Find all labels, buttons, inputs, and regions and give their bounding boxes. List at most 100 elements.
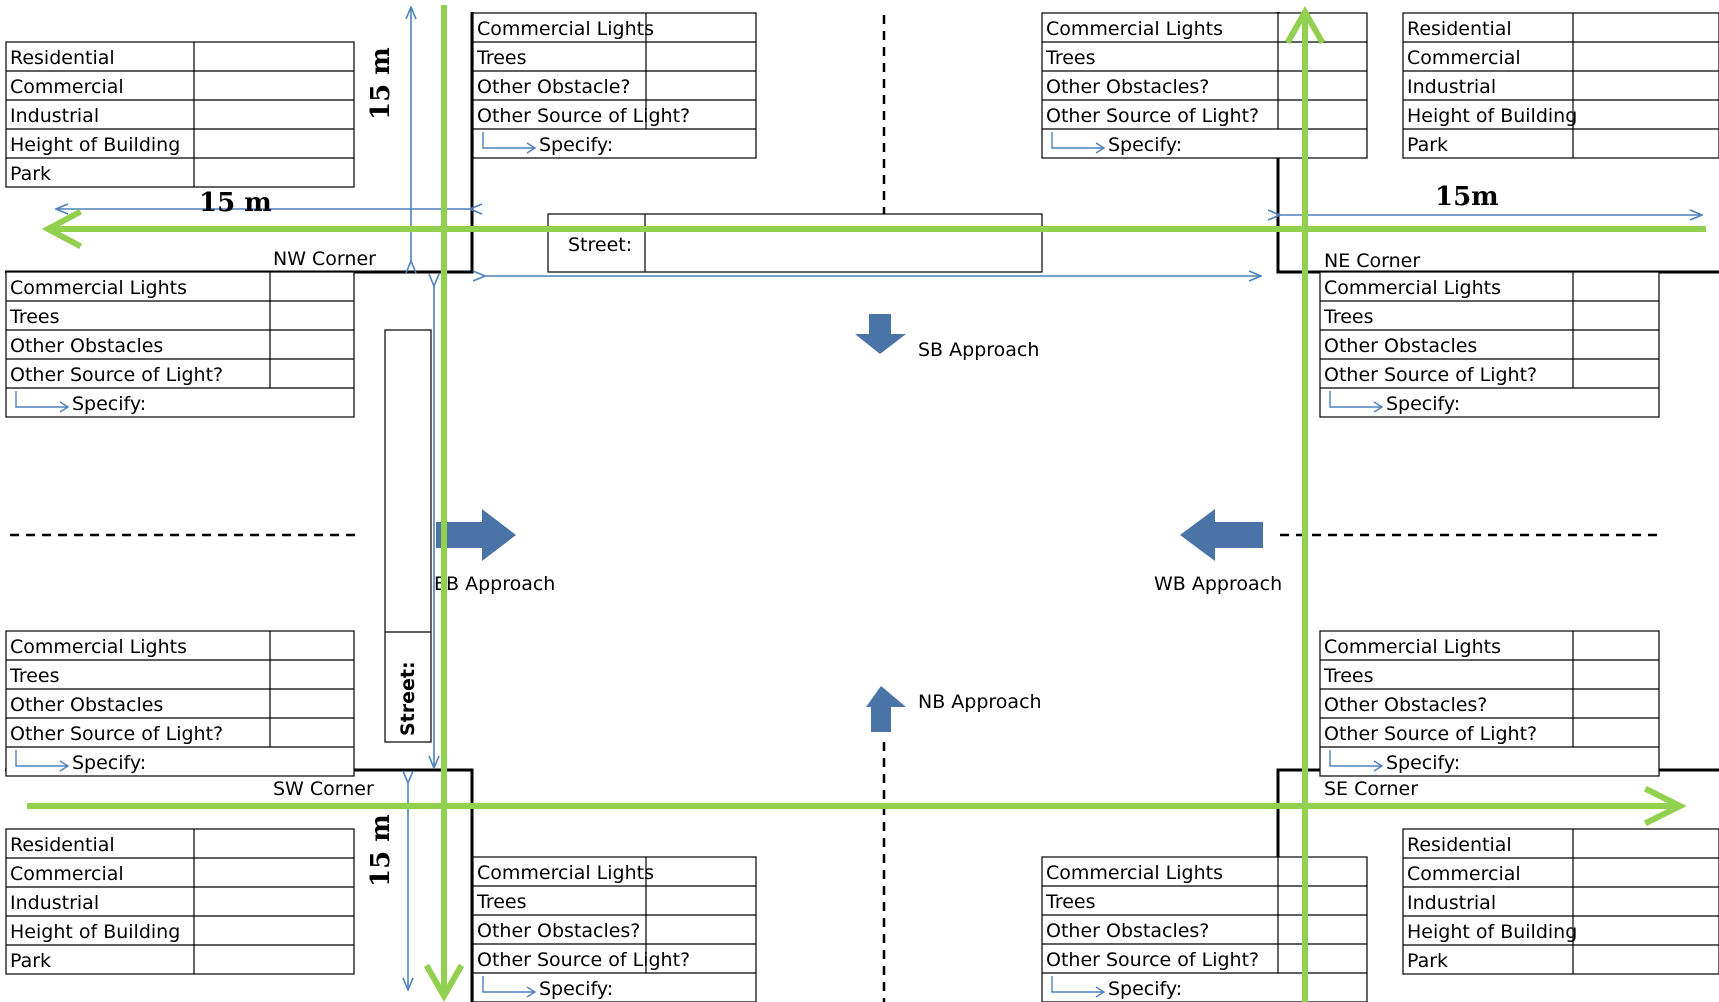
land-use-table-ne-row-label: Commercial [1407,47,1521,69]
obstacle-table-south-right-specify-label: Specify: [1108,978,1182,1000]
street-label-west: Street: [397,661,419,736]
land-use-table-sw-row-label: Industrial [10,892,99,914]
obstacle-table-north-right-row-label: Other Source of Light? [1046,105,1259,127]
obstacle-table-north-right-row-label: Other Obstacles? [1046,76,1209,98]
land-use-table-se-row-label: Residential [1407,834,1512,856]
obstacle-table-south-right-specify-arrowhead [1095,986,1106,998]
nb-approach-label: NB Approach [918,691,1042,713]
green-paths [27,5,1706,1002]
obstacle-table-west-upper-row-label: Other Obstacles [10,335,163,357]
obstacle-table-east-lower-specify-label: Specify: [1386,752,1460,774]
land-use-table-nw-row-label: Industrial [10,105,99,127]
obstacle-table-north-left-row-label: Other Source of Light? [477,105,690,127]
obstacle-table-south-left-frame [472,856,757,1002]
obstacle-table-west-upper-row-label: Other Source of Light? [10,364,223,386]
se-corner-label: SE Corner [1324,778,1418,800]
obstacle-table-west-upper-row-label: Trees [9,306,60,328]
obstacle-table-east-lower-specify-arrow [1329,750,1382,767]
obstacle-table-east-lower-frame [1319,630,1660,777]
obstacle-table-south-right-frame [1041,856,1368,1002]
obstacle-table-south-left-specify-label: Specify: [539,978,613,1000]
obstacle-table-east-upper-frame [1319,271,1660,418]
land-use-table-ne-row-label: Park [1407,134,1448,156]
obstacle-table-north-left-specify-arrowhead [526,142,537,154]
land-use-table-sw-frame [5,828,355,975]
nb-approach-arrow [866,686,906,732]
obstacle-table-north-left-row-label: Commercial Lights [477,18,654,40]
obstacle-table-west-upper-specify-arrow [15,391,68,408]
obstacle-table-south-right-row-label: Trees [1045,891,1096,913]
land-use-table-nw-row-label: Park [10,163,51,185]
sw-corner-label: SW Corner [273,778,374,800]
land-use-table-ne-row-label: Residential [1407,18,1512,40]
land-use-table-nw-row-label: Commercial [10,76,124,98]
approach-arrows [436,314,1263,732]
sb-approach-label: SB Approach [918,339,1039,361]
obstacle-table-east-lower-row-label: Commercial Lights [1324,636,1501,658]
dim-label-nw-horizontal: 15 m [199,188,272,218]
obstacle-table-north-right-specify-label: Specify: [1108,134,1182,156]
obstacle-table-east-upper-specify-arrow [1329,391,1382,408]
obstacle-table-east-lower-specify-arrowhead [1373,760,1384,772]
obstacle-table-east-upper-specify-arrowhead [1373,401,1384,413]
land-use-table-se-frame [1402,828,1719,975]
land-use-table-ne-row-label: Height of Building [1407,105,1577,127]
obstacle-table-east-upper-row-label: Commercial Lights [1324,277,1501,299]
obstacle-table-east-upper-row-label: Trees [1323,306,1374,328]
obstacle-table-east-upper-specify-label: Specify: [1386,393,1460,415]
obstacle-table-south-left-row-label: Commercial Lights [477,862,654,884]
green-path-south-head [1643,785,1687,827]
land-use-table-ne-row-label: Industrial [1407,76,1496,98]
ne-corner-label: NE Corner [1324,250,1420,272]
obstacle-table-west-lower-row-label: Trees [9,665,60,687]
obstacle-table-south-right-row-label: Other Obstacles? [1046,920,1209,942]
obstacle-table-south-left-specify-arrowhead [526,986,537,998]
obstacle-table-north-right-frame [1041,12,1368,159]
obstacle-table-south-right-row-label: Commercial Lights [1046,862,1223,884]
land-use-table-sw-row-label: Residential [10,834,115,856]
obstacle-table-north-right-row-label: Commercial Lights [1046,18,1223,40]
obstacle-table-east-lower-row-label: Other Obstacles? [1324,694,1487,716]
obstacle-table-north-right-row-label: Trees [1045,47,1096,69]
dim-label-nw-vertical: 15 m [366,47,396,120]
obstacle-table-north-left-specify-arrow [482,132,535,149]
dimension-arrows [56,7,1702,990]
green-path-east-head [1284,5,1326,45]
green-path-west-head [423,963,465,1002]
obstacle-table-north-left-row-label: Trees [476,47,527,69]
obstacle-table-north-right-specify-arrowhead [1095,142,1106,154]
obstacle-table-east-upper-row-label: Other Obstacles [1324,335,1477,357]
land-use-table-nw-row-label: Height of Building [10,134,180,156]
obstacle-table-south-right-specify-arrow [1051,976,1104,993]
wb-approach-label: WB Approach [1154,573,1282,595]
obstacle-table-north-left-row-label: Other Obstacle? [477,76,631,98]
street-box-north-frame [547,213,1043,273]
land-use-table-sw-row-label: Height of Building [10,921,180,943]
land-use-table-se-row-label: Park [1407,950,1448,972]
land-use-table-nw-row-label: Residential [10,47,115,69]
eb-approach-arrow [436,509,516,561]
obstacle-table-west-upper-specify-label: Specify: [72,393,146,415]
obstacle-table-west-lower-specify-arrowhead [59,760,70,772]
centerlines [10,15,1662,1002]
dim-label-sw-vertical: 15 m [366,814,396,887]
obstacle-table-south-right-row-label: Other Source of Light? [1046,949,1259,971]
obstacle-table-west-lower-row-label: Other Source of Light? [10,723,223,745]
land-use-table-sw-row-label: Commercial [10,863,124,885]
land-use-table-se-row-label: Height of Building [1407,921,1577,943]
obstacle-table-east-upper-row-label: Other Source of Light? [1324,364,1537,386]
obstacle-table-east-lower-row-label: Other Source of Light? [1324,723,1537,745]
street-box-west-frame [384,329,432,743]
green-path-north-head [41,208,83,250]
land-use-table-ne-frame [1402,12,1719,159]
street-label-north: Street: [568,234,632,256]
